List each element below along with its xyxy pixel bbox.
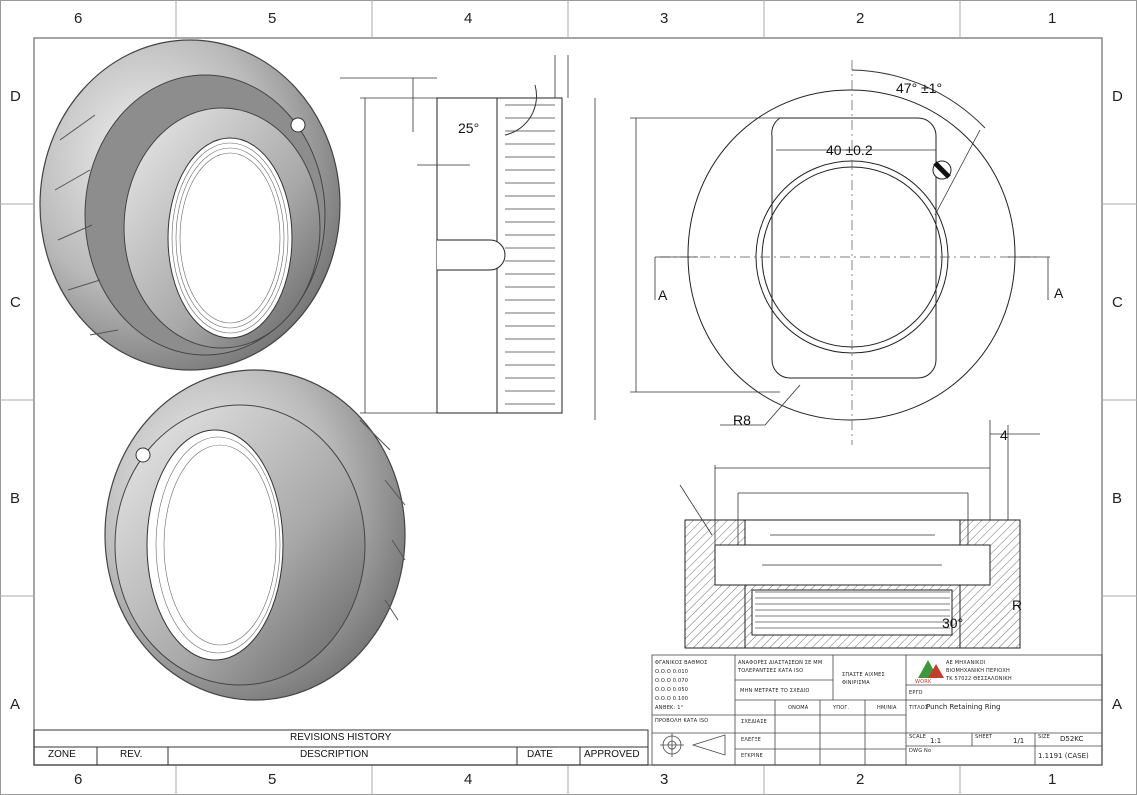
revisions-table — [33, 729, 649, 766]
zone-col-bottom-5: 5 — [268, 771, 277, 788]
tol-4: Ο.Ο.Ο 0.100 — [655, 696, 689, 702]
company-logo-icon — [918, 660, 944, 678]
projection-symbol-icon — [660, 733, 726, 757]
zone-col-bottom-6: 6 — [74, 771, 83, 788]
dwg-value: 1.1191 (CASE) — [1038, 752, 1089, 760]
zone-row-right-c: C — [1112, 294, 1123, 311]
rev-col-description: DESCRIPTION — [300, 749, 369, 760]
dim-offset-4: 4 — [1000, 427, 1008, 443]
scale-value: 1:1 — [930, 737, 942, 745]
zone-row-left-a: A — [10, 696, 21, 713]
project-label: ΕΡΓΟ — [909, 690, 923, 696]
sheet-value: 1/1 — [1013, 737, 1025, 745]
rev-col-zone: ZONE — [48, 749, 76, 760]
note-tol: ΤΟΛΕΡΑΝΤΣΕΣ ΚΑΤΑ ISO — [738, 668, 804, 674]
zone-row-right-d: D — [1112, 88, 1123, 105]
front-view — [630, 60, 1050, 445]
dim-radius-r8: R8 — [733, 412, 751, 428]
zone-col-top-2: 2 — [856, 10, 865, 27]
zone-row-left-d: D — [10, 88, 21, 105]
zone-col-bottom-1: 1 — [1048, 771, 1057, 788]
company-line-2: ΒΙΟΜΗΧΑΝΙΚΗ ΠΕΡΙΟΧΗ — [946, 668, 1010, 674]
drawing-title: Punch Retaining Ring — [926, 703, 1001, 711]
dim-r-label: R — [1012, 597, 1022, 613]
row-drawn: ΣΧΕΔΙΑΣΕ — [741, 719, 767, 725]
scale-label: SCALE — [909, 734, 927, 740]
dim-angle-47: 47° ±1° — [896, 80, 942, 96]
size-label: SIZE — [1038, 734, 1051, 740]
tol-2: Ο.Ο.Ο 0.070 — [655, 678, 689, 684]
rev-col-rev: REV. — [120, 749, 143, 760]
sign-col-name: ΟΝΟΜΑ — [788, 705, 809, 711]
tol-header: ΦΓΑΝΙΚΟΣ ΒΑΘΜΟΣ — [655, 660, 708, 666]
sign-col-sign: ΥΠΟΓ. — [833, 705, 850, 711]
side-view — [340, 55, 596, 420]
zone-col-bottom-2: 2 — [856, 771, 865, 788]
tol-5: ΑΝΘΕΚ: 1° — [655, 705, 684, 711]
projection-label: ΠΡΟΒΟΛΗ ΚΑΤΑ ISO — [655, 718, 709, 724]
dim-width-40: 40 ±0.2 — [826, 142, 873, 158]
zone-col-bottom-4: 4 — [464, 771, 473, 788]
revisions-title: REVISIONS HISTORY — [290, 732, 392, 743]
section-label-right: A — [1054, 285, 1064, 301]
size-value: D52KC — [1060, 735, 1084, 743]
zone-row-left-b: B — [10, 490, 21, 507]
note-finish: ΦΙΝΙΡΙΣΜΑ — [842, 680, 870, 686]
tol-3: Ο.Ο.Ο 0.050 — [655, 687, 689, 693]
company-line-3: ΤΚ 57022 ΘΕΣΣΑΛΟΝΙΚΗ — [946, 676, 1012, 682]
sheet-label: SHEET — [975, 734, 993, 740]
zone-col-bottom-3: 3 — [660, 771, 669, 788]
title-label: ΤΙΤΛΟΣ — [909, 705, 929, 711]
dim-angle-25: 25° — [458, 120, 479, 136]
note-dim: ΑΝΑΦΟΡΕΣ ΔΙΑΣΤΑΣΕΩΝ ΣΕ MM — [738, 660, 823, 666]
sign-col-date: ΗΜ/ΝΙΑ — [877, 705, 897, 711]
zone-row-right-b: B — [1112, 490, 1123, 507]
iso-view-upper — [39, 39, 341, 371]
section-label-left: A — [658, 287, 668, 303]
section-view — [679, 420, 1040, 649]
zone-col-top-5: 5 — [268, 10, 277, 27]
row-approved: ΕΓΚΡΙΝΕ — [741, 753, 764, 759]
zone-col-top-1: 1 — [1048, 10, 1057, 27]
note-edges: ΣΠΑΣΤΕ ΑΙΧΜΕΣ — [842, 672, 885, 678]
iso-view-lower — [104, 369, 406, 701]
rev-col-date: DATE — [527, 749, 553, 760]
title-block — [651, 654, 1103, 766]
zone-col-top-6: 6 — [74, 10, 83, 27]
dwg-label: DWG No — [909, 748, 932, 754]
dim-thread-angle: 30° — [942, 615, 963, 631]
logo-text: WORK — [915, 679, 932, 685]
tol-1: Ο.Ο.Ο 0.010 — [655, 669, 689, 675]
zone-col-top-3: 3 — [660, 10, 669, 27]
row-checked: ΕΛΕΓΞΕ — [741, 737, 762, 743]
company-line-1: ΑΕ ΜΗΧΑΝΙΚΟΙ — [946, 660, 986, 666]
zone-col-top-4: 4 — [464, 10, 473, 27]
zone-row-right-a: A — [1112, 696, 1123, 713]
note-scale: ΜΗΝ ΜΕΤΡΑΤΕ ΤΟ ΣΧΕΔΙΟ — [740, 688, 810, 694]
rev-col-approved: APPROVED — [584, 749, 640, 760]
zone-row-left-c: C — [10, 294, 21, 311]
